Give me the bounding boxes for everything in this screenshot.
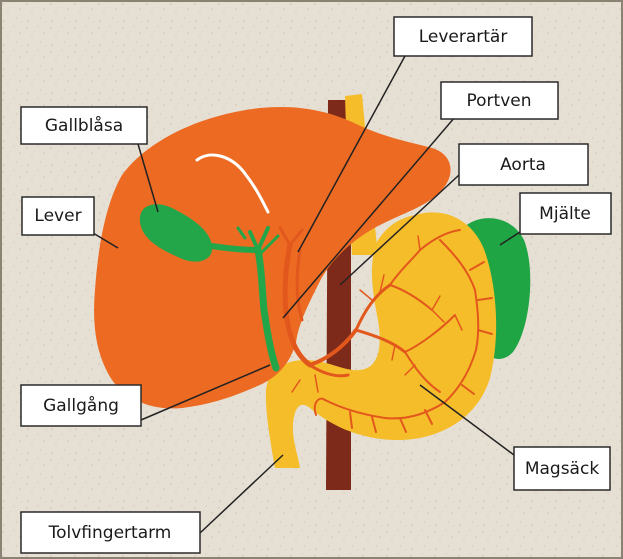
label-aorta: Aorta — [459, 144, 588, 185]
label-tolvfingertarm: Tolvfingertarm — [21, 512, 200, 553]
label-text-tolvfingertarm: Tolvfingertarm — [48, 523, 172, 543]
label-text-mjalte: Mjälte — [539, 204, 591, 224]
label-leverartar: Leverartär — [394, 17, 532, 56]
label-text-leverartar: Leverartär — [419, 27, 508, 47]
label-text-aorta: Aorta — [500, 155, 546, 175]
label-text-gallblasa: Gallblåsa — [45, 115, 123, 136]
label-lever: Lever — [22, 197, 94, 235]
label-portven: Portven — [441, 82, 558, 119]
label-text-portven: Portven — [467, 91, 532, 111]
label-gallgang: Gallgång — [21, 385, 141, 426]
label-gallblasa: Gallblåsa — [21, 107, 147, 144]
label-text-magsack: Magsäck — [525, 459, 599, 479]
label-mjalte: Mjälte — [520, 193, 611, 234]
label-text-gallgang: Gallgång — [43, 395, 119, 416]
label-magsack: Magsäck — [514, 447, 610, 490]
label-text-lever: Lever — [34, 206, 81, 226]
